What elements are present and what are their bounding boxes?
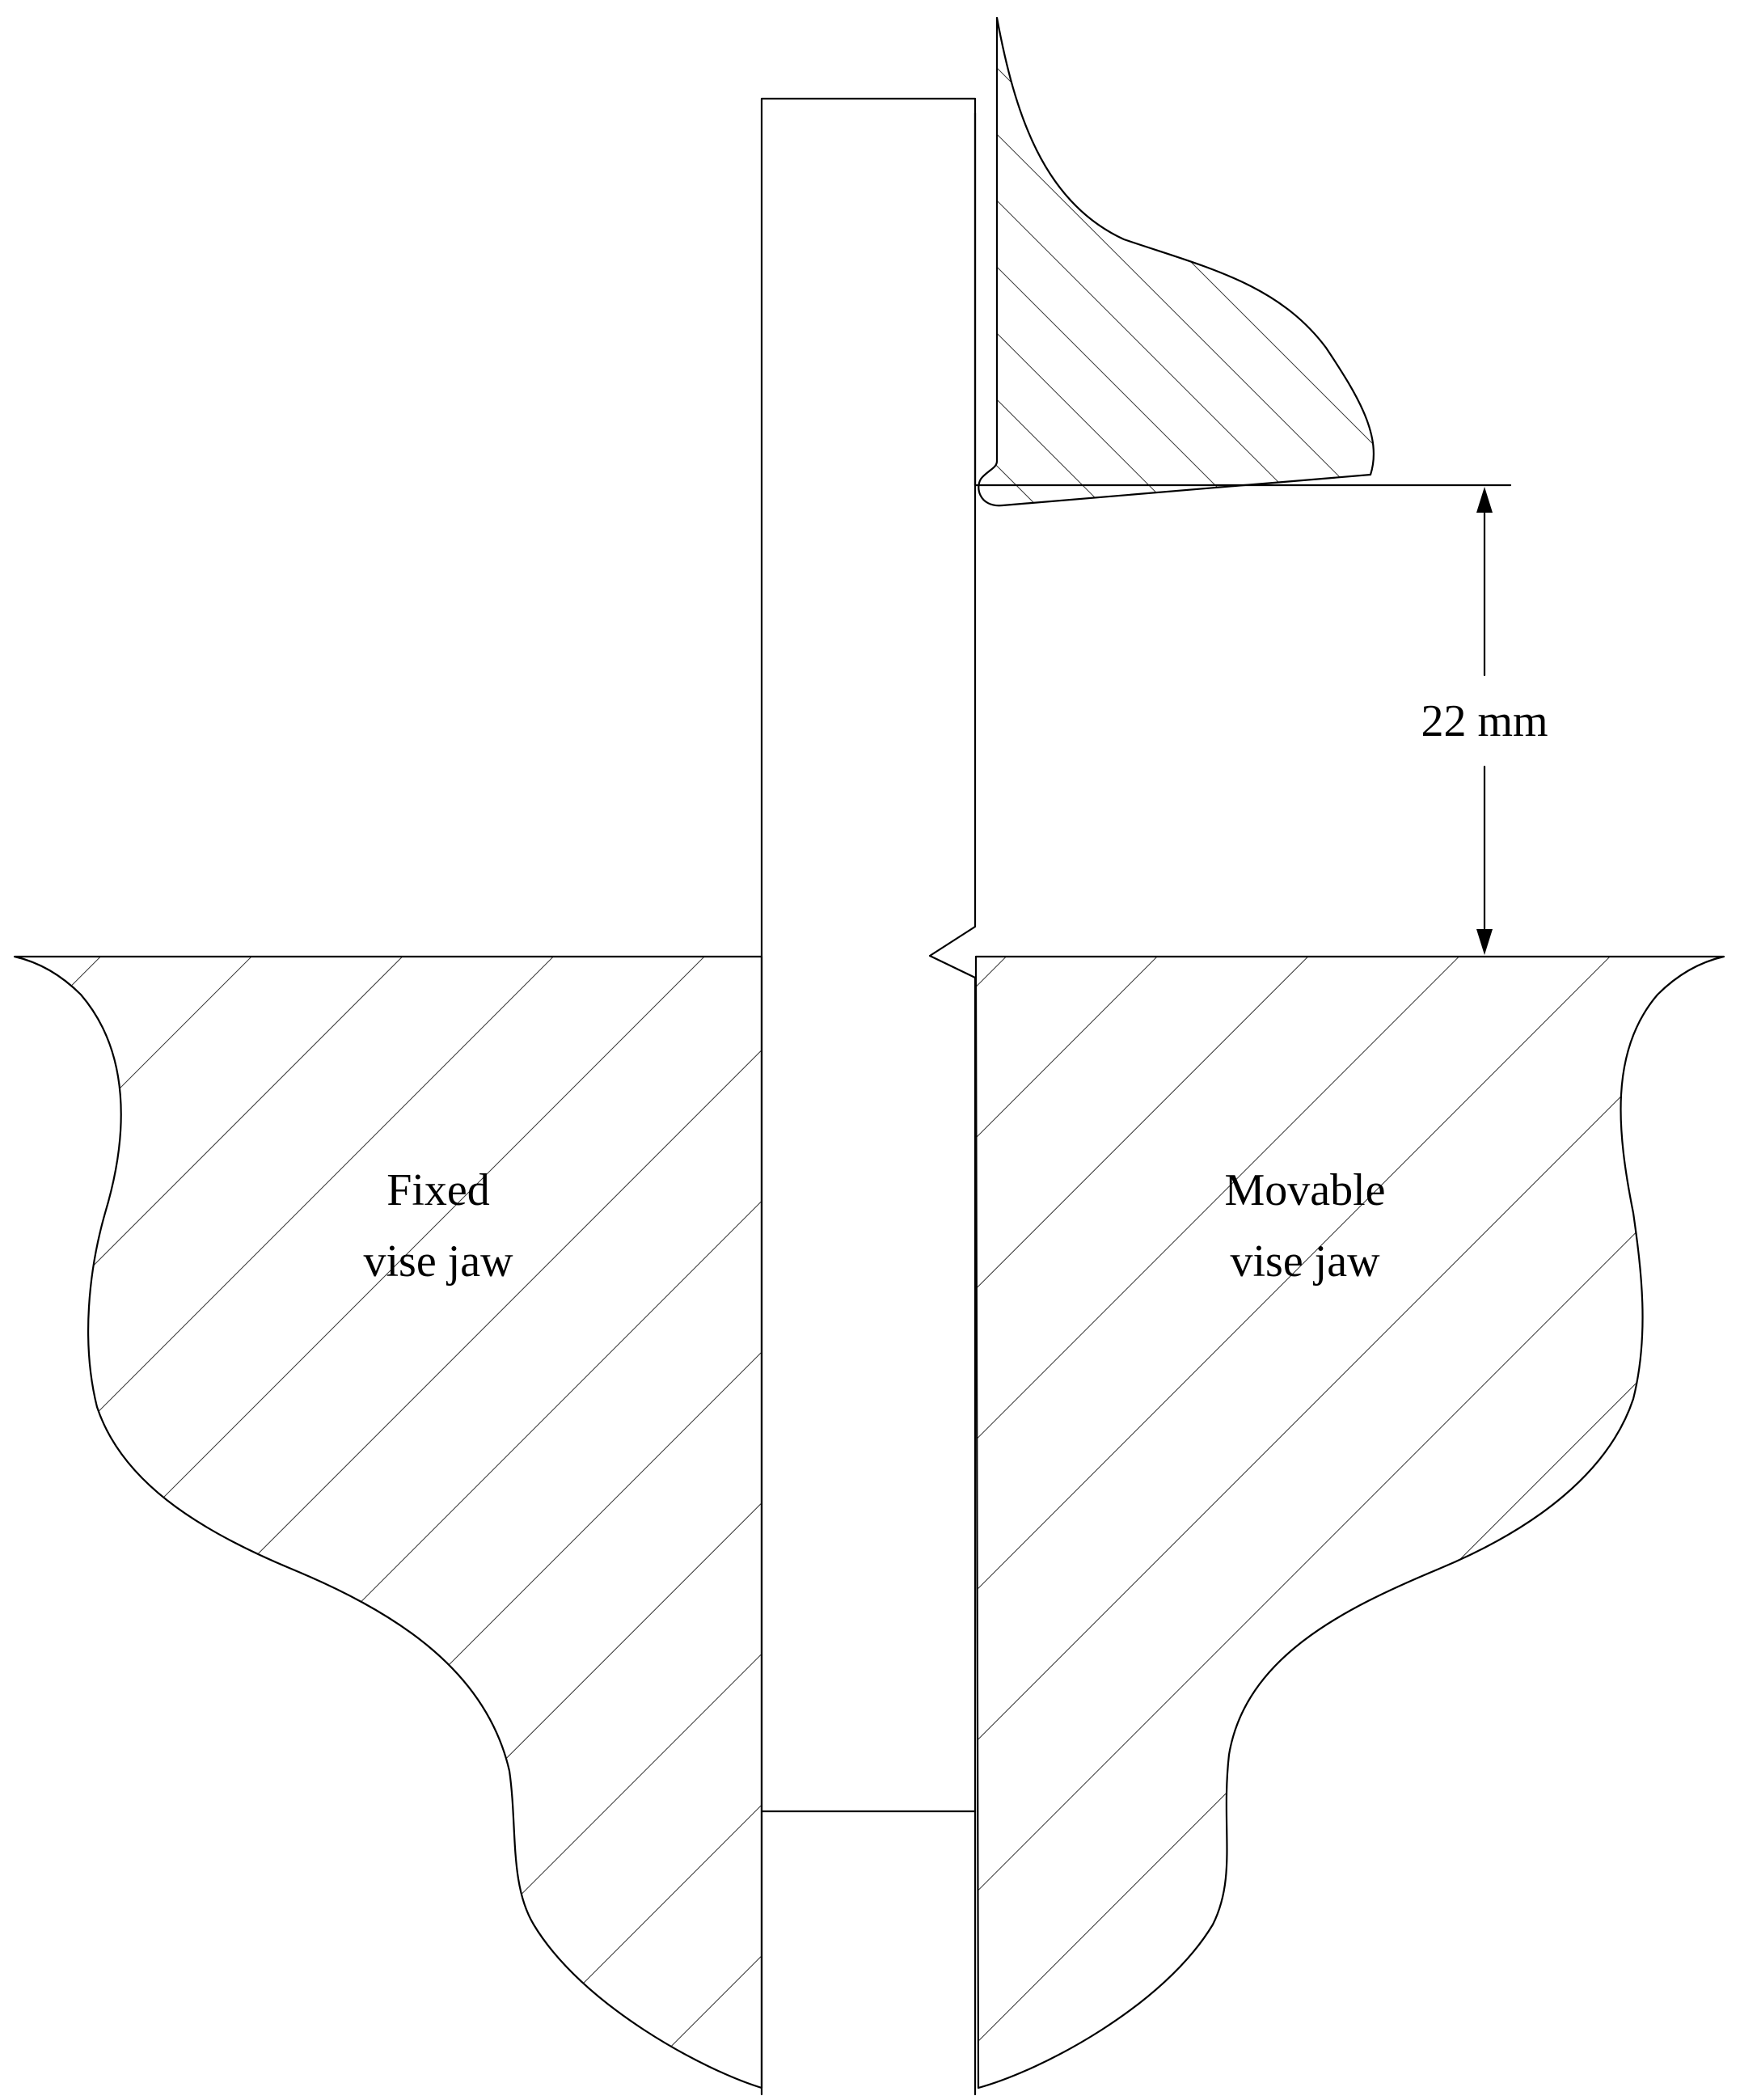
gap-dimension-label: 22 mm <box>1421 696 1548 746</box>
dimension-arrowhead-up <box>1476 487 1493 513</box>
movable-jaw-label-line2: vise jaw <box>1230 1236 1380 1287</box>
fixed-vise-jaw <box>13 955 763 2089</box>
fixed-jaw-label-line2: vise jaw <box>363 1236 513 1287</box>
movable-jaw-label-line1: Movable <box>1224 1165 1385 1215</box>
dimension-arrowhead-down <box>1476 929 1493 955</box>
specimen-bar <box>760 97 977 1813</box>
fixed-jaw-label-line1: Fixed <box>386 1165 490 1215</box>
movable-vise-jaw <box>974 955 1725 2089</box>
bent-tab <box>978 16 1375 507</box>
